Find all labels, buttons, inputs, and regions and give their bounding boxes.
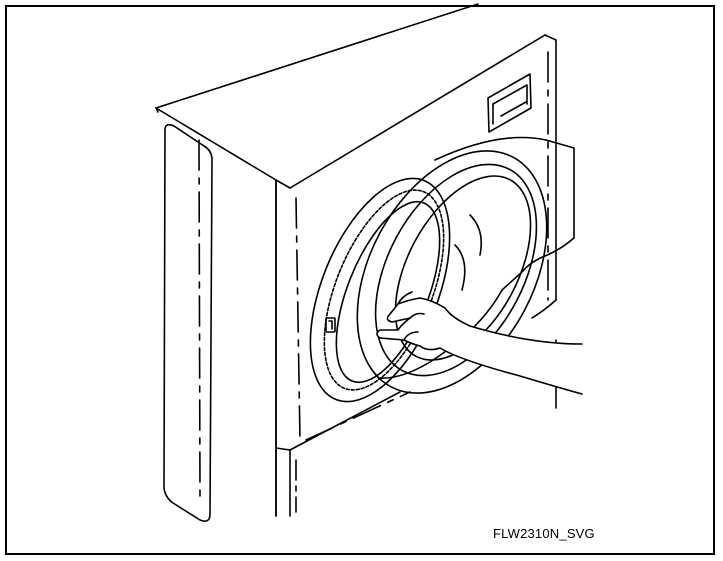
door-trim: [377, 136, 575, 379]
cabinet-top: [155, 3, 479, 189]
cabinet-side-panel: [155, 107, 277, 522]
figure-caption: FLW2310N_SVG: [493, 526, 595, 541]
hand-arm: [376, 291, 583, 395]
cabinet-front-panel: [275, 34, 557, 517]
figure-frame: [5, 5, 715, 555]
door-ring: [356, 150, 548, 394]
dispenser-drawer: [487, 73, 532, 133]
